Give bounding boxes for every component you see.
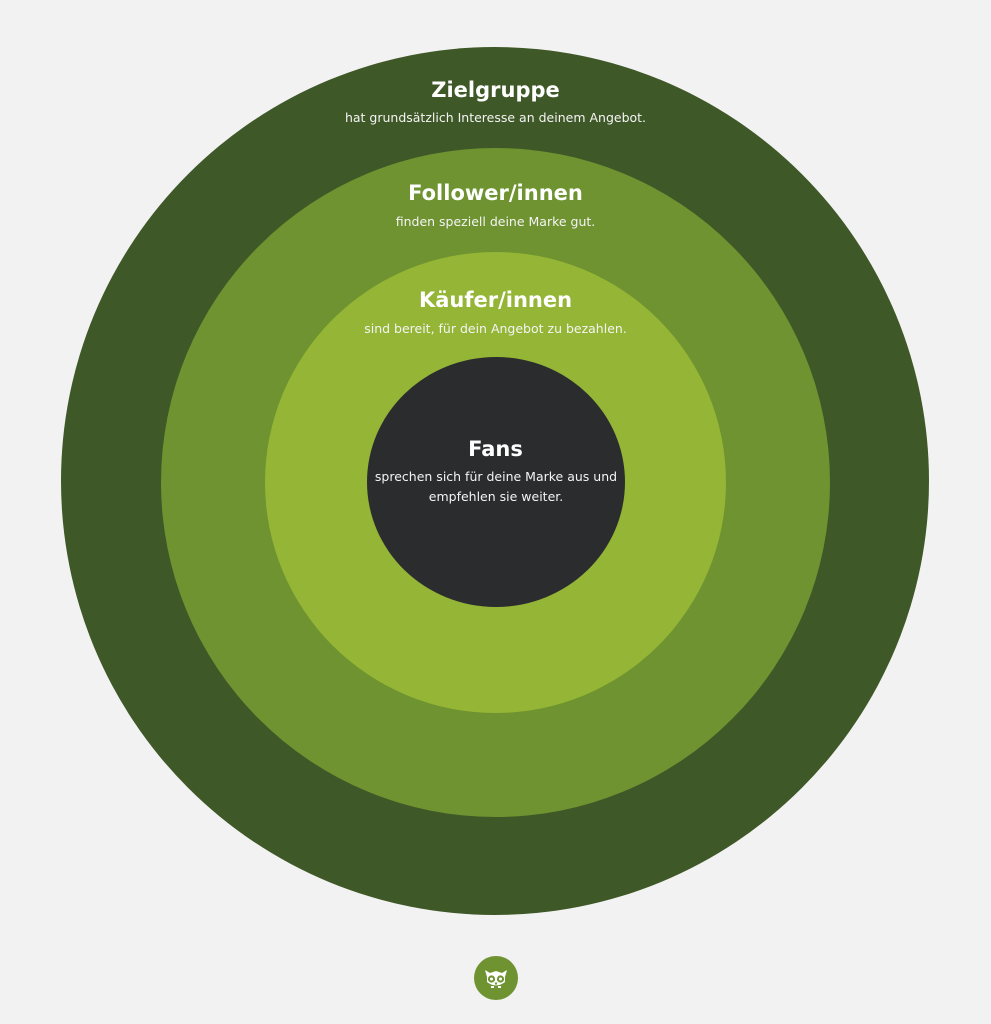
ring-desc-zielgruppe: hat grundsätzlich Interesse an deinem An… [344,110,647,125]
owl-icon [474,956,518,1000]
ring-title-fans: Fans [468,437,523,461]
ring-title-kaeufer: Käufer/innen [418,288,573,312]
ring-desc-kaeufer: sind bereit, für dein Angebot zu bezahle… [364,321,627,336]
ring-desc-fans: sprechen sich für deine Marke aus und em… [374,469,618,504]
ring-title-follower: Follower/innen [408,181,583,205]
ring-fans [367,357,625,607]
ring-title-zielgruppe: Zielgruppe [431,78,560,102]
ring-desc-follower: finden speziell deine Marke gut. [395,214,596,229]
